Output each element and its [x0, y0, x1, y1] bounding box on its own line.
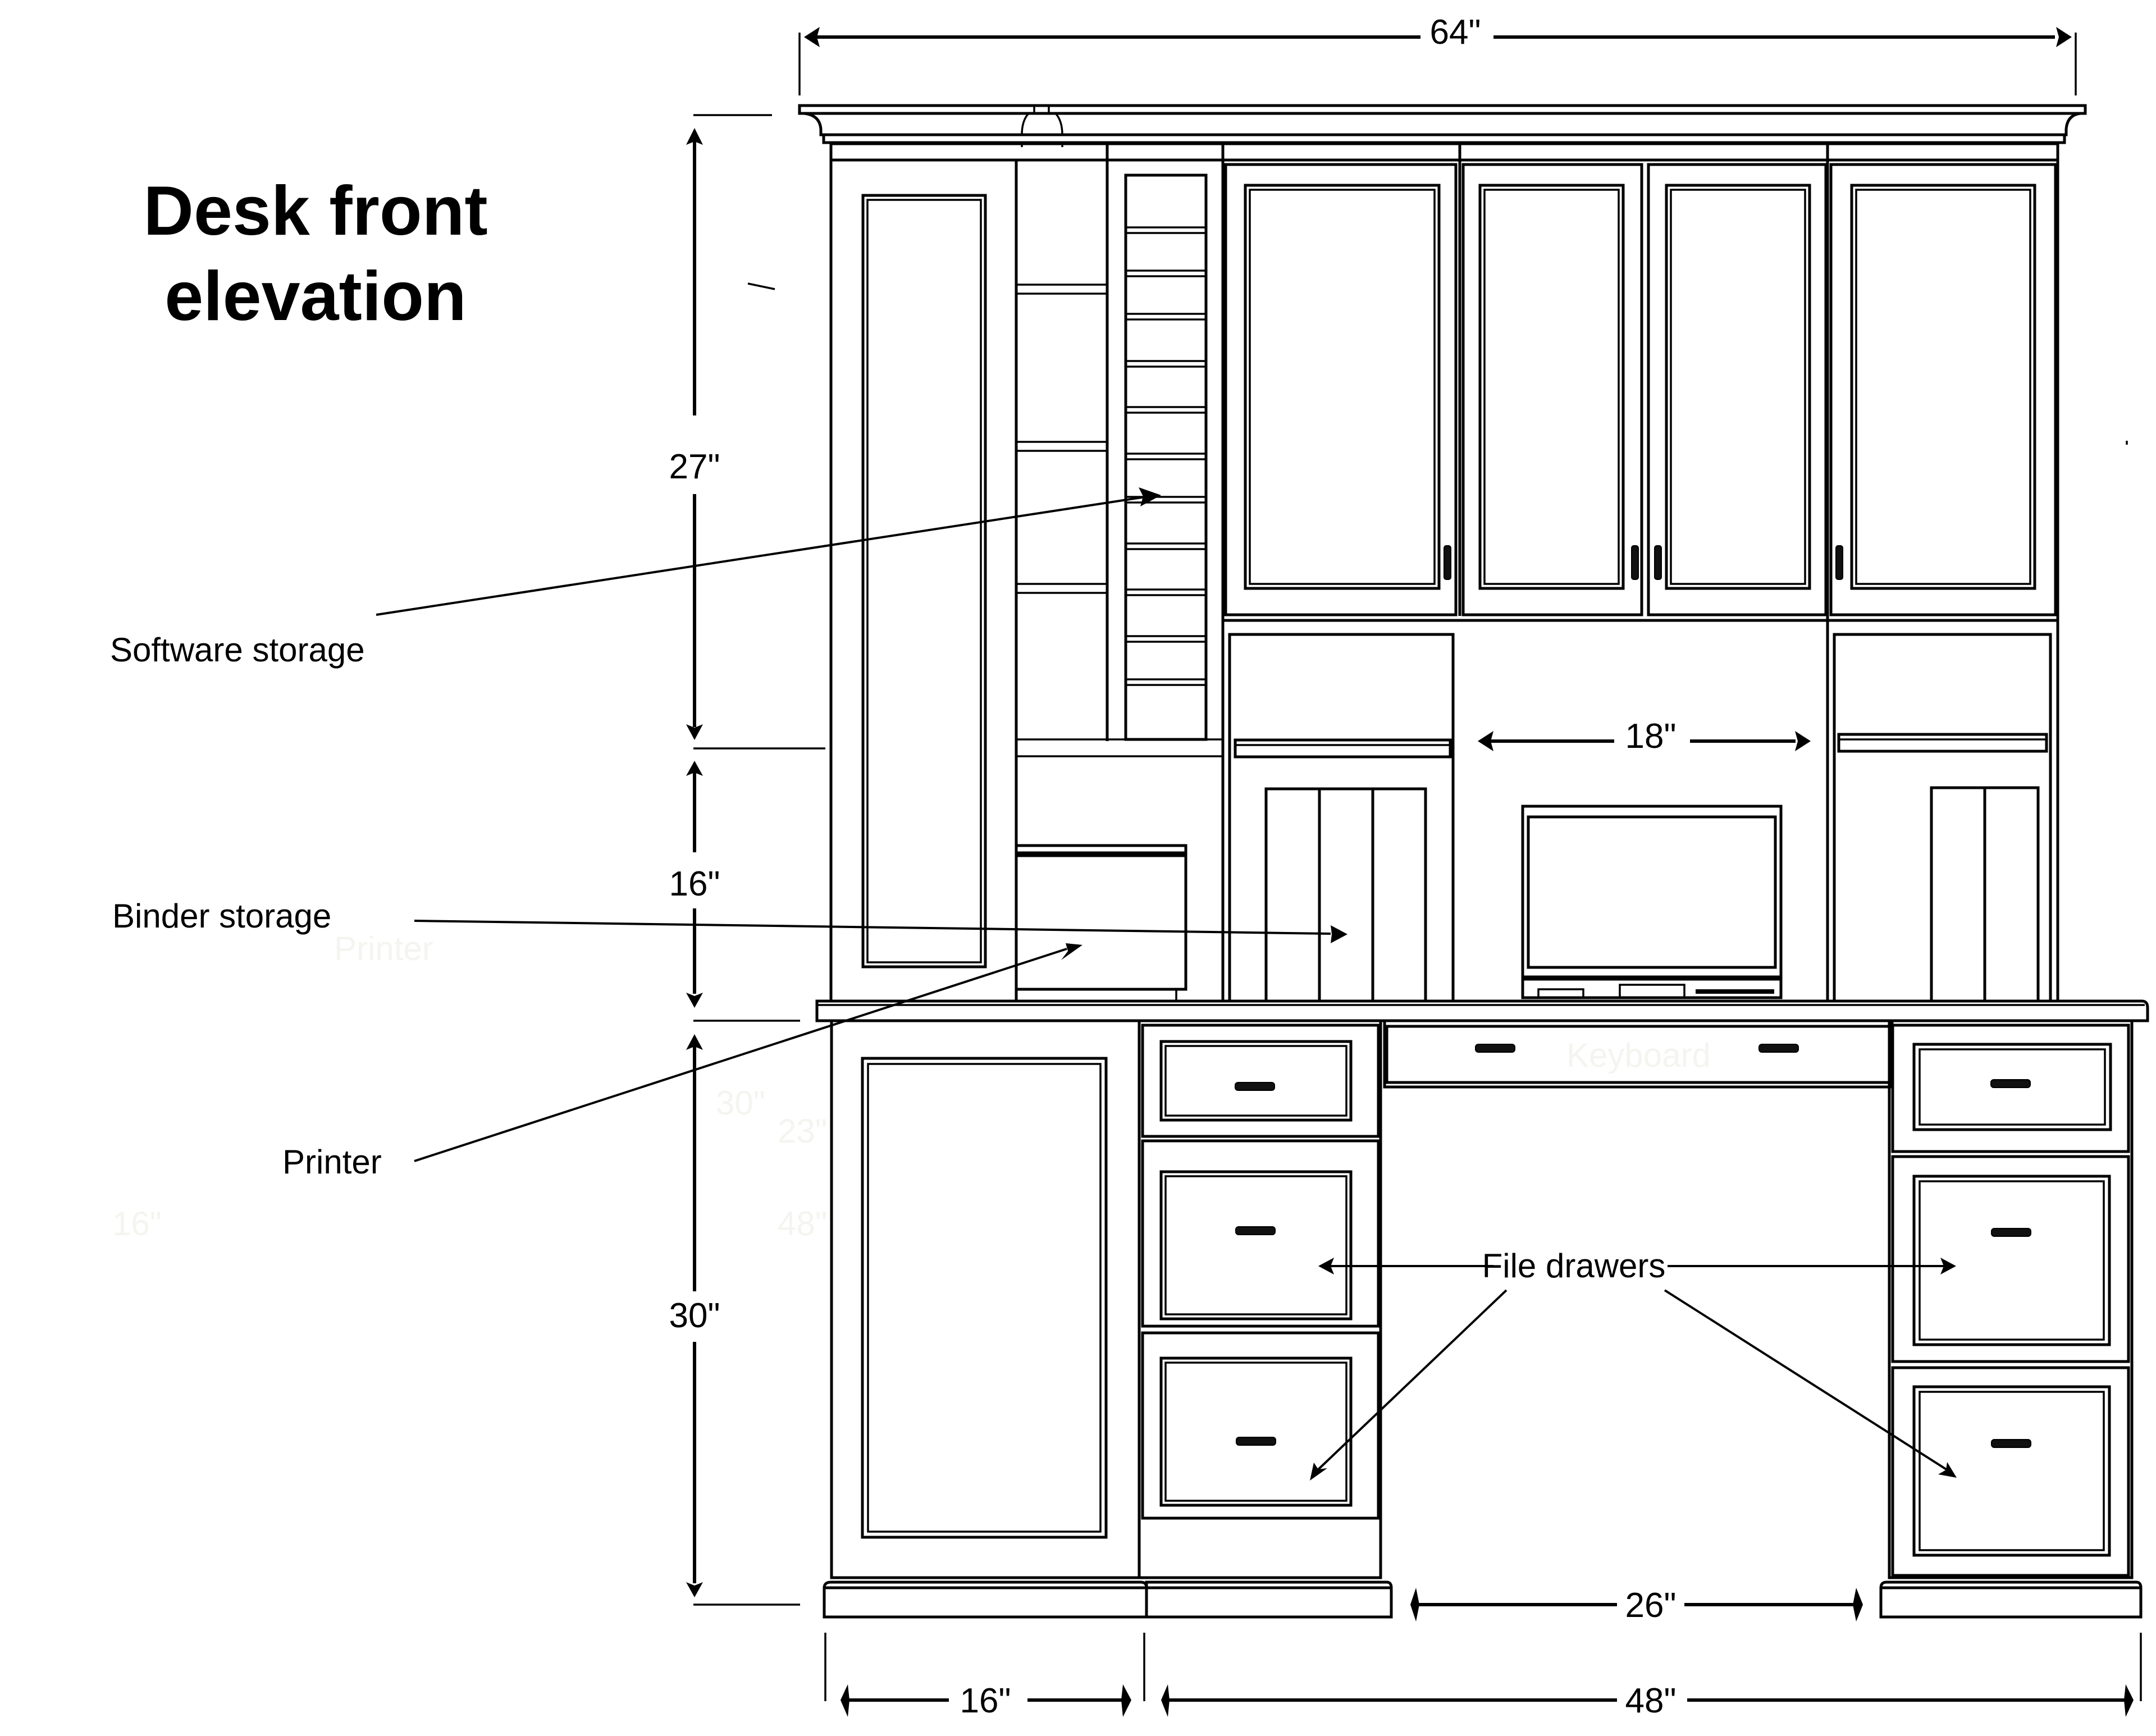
label-software-storage: Software storage	[110, 631, 365, 669]
ghost-keyboard-text: Keyboard	[1566, 1036, 1711, 1074]
upper-door-4[interactable]	[1829, 163, 2057, 616]
ghost-dim-30: 30"	[716, 1084, 765, 1122]
drawer-pull-icon	[1991, 1439, 2031, 1448]
drawer-pull-icon	[1475, 1044, 1515, 1053]
left-file-drawer-2[interactable]	[1141, 1139, 1380, 1328]
label-file-drawers: File drawers	[1482, 1247, 1666, 1285]
hutch	[829, 142, 2059, 1003]
dimensions: 64" 27" 16" 30" 18" 26"	[669, 13, 2142, 1720]
ghost-dim-16: 16"	[112, 1205, 162, 1242]
right-drawer-1[interactable]	[1891, 1024, 2130, 1153]
binder-storage-right	[1833, 633, 2052, 1003]
arrow-icon	[1139, 487, 1161, 506]
arrow-icon	[1331, 925, 1347, 943]
left-file-drawer-3[interactable]	[1141, 1331, 1380, 1520]
ghost-dim-23: 23"	[778, 1112, 827, 1150]
upper-door-1[interactable]	[1224, 163, 1458, 616]
right-file-drawer-3[interactable]	[1891, 1366, 2130, 1577]
door-handle-icon	[1835, 545, 1843, 580]
software-storage-cubbies	[1124, 173, 1208, 741]
drawing-title: Desk front elevation	[143, 172, 487, 335]
drawer-pull-icon	[1235, 1082, 1275, 1091]
dim-desk-height: 30"	[669, 1296, 720, 1335]
label-printer: Printer	[282, 1143, 382, 1181]
callouts: Software storage Binder storage Printer …	[110, 487, 1957, 1481]
crown-lower-band	[822, 133, 2066, 144]
arrow-icon	[1940, 1258, 1956, 1274]
printer	[1015, 844, 1187, 1001]
drawer-pull-icon	[1235, 1226, 1276, 1235]
dim-hutch-lower-height: 16"	[669, 865, 720, 903]
drawer-pull-icon	[1991, 1228, 2031, 1237]
dim-left-cabinet-width: 16"	[960, 1682, 1011, 1720]
left-lower-door[interactable]	[861, 1057, 1108, 1539]
ghost-dim-48: 48"	[778, 1205, 827, 1242]
arrow-icon	[1938, 1462, 1957, 1478]
dim-hutch-upper-height: 27"	[669, 447, 720, 486]
left-lower-cabinet	[830, 1019, 1141, 1579]
upper-door-3[interactable]	[1647, 163, 1828, 616]
crown-cove	[803, 112, 2081, 136]
binder-storage-left	[1228, 633, 1455, 1003]
label-binder-storage: Binder storage	[112, 897, 331, 935]
door-handle-icon	[1654, 545, 1662, 580]
lower-desk	[823, 1019, 2143, 1619]
door-handle-icon	[1444, 545, 1451, 580]
open-shelves	[1015, 284, 1224, 757]
dim-desk-width: 48"	[1625, 1682, 1677, 1720]
dim-overall-width: 64"	[1430, 13, 1481, 52]
title-line-1: Desk front	[143, 172, 487, 250]
upper-cabinet-doors	[1224, 163, 2057, 616]
door-handle-icon	[1631, 545, 1639, 580]
upper-door-2[interactable]	[1461, 163, 1643, 616]
arrow-icon	[1061, 943, 1082, 960]
ghost-printer-text: Printer	[334, 930, 433, 967]
crown-top-band	[798, 104, 2087, 115]
arrow-icon	[1310, 1463, 1327, 1481]
crown-moulding	[798, 104, 2087, 147]
title-line-2: elevation	[165, 258, 467, 335]
dim-kneehole-width: 26"	[1625, 1586, 1677, 1625]
dim-monitor-opening: 18"	[1625, 717, 1677, 756]
faint-ghost-text: Printer Keyboard 30" 23" 16" 48"	[112, 930, 1711, 1242]
arrow-icon	[1318, 1258, 1334, 1274]
drawer-pull-icon	[1758, 1044, 1799, 1053]
left-tall-door	[861, 194, 987, 968]
drawer-pull-icon	[1236, 1437, 1276, 1446]
right-file-drawer-2[interactable]	[1891, 1155, 2130, 1363]
left-drawer-1[interactable]	[1141, 1024, 1380, 1138]
drawer-pull-icon	[1990, 1079, 2031, 1088]
monitor-icon	[1521, 805, 1783, 999]
